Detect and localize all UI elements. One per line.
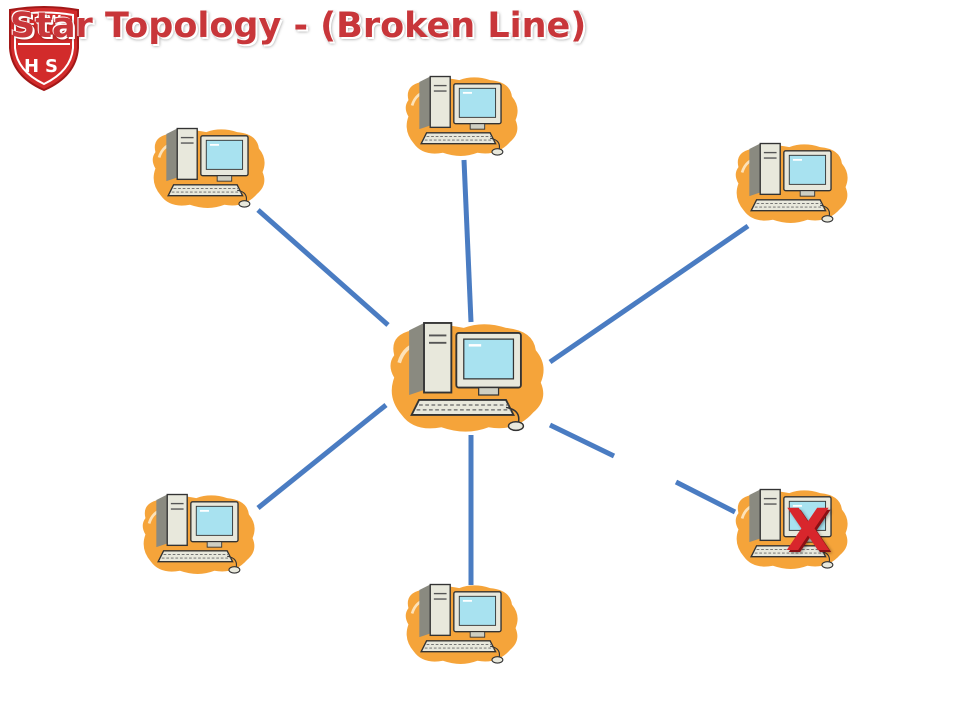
computer-icon [735,142,848,223]
link-bottom-left [256,403,388,510]
computer-top [403,72,521,160]
broken-x-mark: X [785,496,831,564]
computer-icon [390,322,544,432]
computer-top-left [150,124,268,212]
computer-bottom-left [140,490,258,578]
link-top-right [548,223,750,365]
computer-icon [405,583,518,664]
shield-icon [9,6,79,92]
hub-computer [385,318,550,436]
computer-top-right [733,139,851,227]
link-bottom-right-segment-hub [548,422,616,459]
computer-icon [152,127,265,208]
computer-icon [405,75,518,156]
school-logo: LOW HS [6,4,82,92]
link-top [461,159,474,323]
computer-bottom [403,580,521,668]
computer-icon [142,493,255,574]
page-title: Star Topology - (Broken Line) [10,6,587,46]
logo-top-text: LOW [25,14,63,29]
link-bottom-right-segment-node [674,479,737,515]
logo-bottom-text: HS [23,56,65,77]
link-top-left [256,208,390,327]
computer-icon [735,488,848,569]
computer-bottom-right [733,485,851,573]
